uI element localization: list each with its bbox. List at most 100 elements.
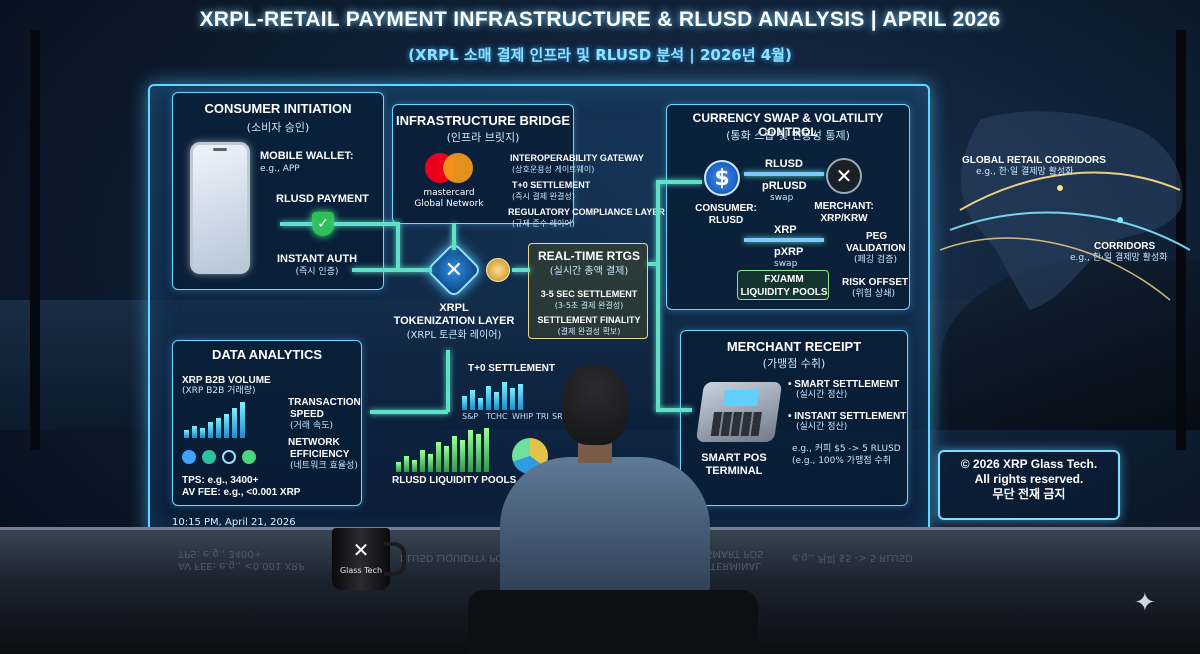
person-silhouette bbox=[490, 365, 730, 597]
t0-chart-tick: TRI bbox=[536, 412, 549, 421]
flow-arrow bbox=[648, 262, 658, 266]
consumer-rlusd-label: CONSUMER: bbox=[695, 203, 757, 214]
pos-label-1: SMART POS bbox=[701, 452, 767, 464]
copyright-line-2: All rights reserved. bbox=[974, 472, 1084, 486]
t0-settlement-ko: (즉시 결제 완결성) bbox=[512, 192, 575, 201]
mobile-wallet-example: e.g., APP bbox=[260, 164, 300, 174]
t0-chart-tick: S&P bbox=[462, 412, 479, 421]
risk-offset-ko: (위험 상쇄) bbox=[852, 289, 896, 299]
desk-reflection: TPS: e.g., 3400+ bbox=[178, 548, 263, 559]
flow-arrow bbox=[656, 180, 702, 184]
flow-arrow bbox=[370, 410, 448, 414]
swap-heading-ko: (통화 스왑 및 변동성 통제) bbox=[726, 129, 850, 142]
data-analytics-panel: DATA ANALYTICS bbox=[172, 340, 362, 506]
mastercard-network-label: Global Network bbox=[414, 199, 484, 209]
pxrp-label: pXRP bbox=[774, 246, 804, 258]
flow-arrow bbox=[512, 268, 530, 272]
merchant-label: MERCHANT: bbox=[814, 201, 874, 212]
window-frame bbox=[1176, 30, 1186, 450]
instant-settlement-label: • INSTANT SETTLEMENT bbox=[788, 411, 907, 422]
bridge-heading-ko: (인프라 브릿지) bbox=[446, 131, 520, 144]
risk-offset-label: RISK OFFSET bbox=[842, 277, 909, 288]
efficiency-ko: (네트워크 효율성) bbox=[290, 461, 358, 471]
copyright-box: © 2026 XRP Glass Tech. All rights reserv… bbox=[938, 450, 1120, 520]
xrp-swap-label: XRP bbox=[774, 224, 797, 236]
rtgs-finality-label: SETTLEMENT FINALITY bbox=[537, 315, 641, 325]
rtgs-heading: REAL-TIME RTGS bbox=[538, 249, 640, 263]
copyright-line-1: © 2026 XRP Glass Tech. bbox=[960, 457, 1098, 471]
window-frame bbox=[30, 30, 40, 450]
mug-logo: ✕ bbox=[352, 538, 370, 562]
rtgs-sec-ko: (3-5초 결제 완결성) bbox=[554, 301, 624, 310]
flow-arrow bbox=[352, 268, 432, 272]
real-time-rtgs-box: REAL-TIME RTGS (실시간 총액 결제) 3-5 SEC SETTL… bbox=[528, 243, 648, 339]
swap-arrow bbox=[744, 238, 824, 242]
speed-label-1: TRANSACTION bbox=[288, 397, 361, 408]
shield-check-icon: ✓ bbox=[312, 212, 334, 236]
flow-arrow bbox=[656, 264, 660, 410]
efficiency-label-1: NETWORK bbox=[288, 437, 340, 448]
coffee-mug: ✕ Glass Tech bbox=[332, 528, 406, 590]
flow-arrow bbox=[656, 408, 692, 412]
consumer-heading-ko: (소비자 승인) bbox=[246, 121, 310, 134]
regulatory-label: REGULATORY COMPLIANCE LAYER bbox=[508, 207, 665, 217]
b2b-volume-ko: (XRP B2B 거래량) bbox=[182, 386, 256, 396]
peg-label: PEG bbox=[866, 231, 888, 242]
flow-arrow bbox=[280, 222, 312, 226]
b2b-volume-label: XRP B2B VOLUME bbox=[182, 375, 271, 386]
peg-ko: (페깅 검증) bbox=[854, 255, 898, 265]
t0-chart-label: T+0 SETTLEMENT bbox=[468, 363, 555, 374]
tokenization-label: TOKENIZATION LAYER bbox=[393, 315, 515, 327]
desk-reflection: e.g., 커피 $5 -> 5 RLUSD bbox=[792, 552, 913, 563]
rlusd-payment-label: RLUSD PAYMENT bbox=[276, 193, 369, 205]
global-corridors-label: GLOBAL RETAIL CORRIDORS bbox=[962, 155, 1106, 166]
swap-word-2: swap bbox=[774, 259, 798, 269]
fee-label: AV FEE: e.g., <0.001 XRP bbox=[182, 487, 301, 498]
smart-settlement-ko: (실시간 정산) bbox=[796, 390, 848, 400]
regulatory-ko: (규제 준수 레이어) bbox=[512, 219, 575, 228]
swap-arrow bbox=[744, 172, 824, 176]
page-title: XRPL-RETAIL PAYMENT INFRASTRUCTURE & RLU… bbox=[199, 8, 1001, 31]
fx-amm-pools-box: FX/AMM LIQUIDITY POOLS bbox=[737, 270, 829, 300]
interop-ko: (상호운용성 게이트웨이) bbox=[512, 165, 595, 174]
t0-chart-tick: TCHC bbox=[486, 412, 508, 421]
efficiency-label-2: EFFICIENCY bbox=[290, 449, 350, 460]
desk-reflection: AV FEE: e.g., <0.001 XRP bbox=[178, 560, 305, 571]
merchant-example-1: e.g., 커피 $5 -> 5 RLUSD bbox=[792, 444, 901, 454]
liquidity-pools-label: LIQUIDITY POOLS bbox=[740, 287, 828, 298]
merchant-value: XRP/KRW bbox=[820, 213, 868, 224]
fx-amm-label: FX/AMM bbox=[764, 274, 804, 285]
bridge-heading: INFRASTRUCTURE BRIDGE bbox=[395, 113, 571, 128]
phone-icon bbox=[190, 142, 250, 274]
merchant-heading-ko: (가맹점 수취) bbox=[762, 357, 826, 370]
rtgs-heading-ko: (실시간 총액 결제) bbox=[549, 266, 629, 277]
network-node-icons bbox=[182, 446, 282, 468]
mobile-wallet-label: MOBILE WALLET: bbox=[260, 150, 354, 162]
flow-arrow bbox=[396, 222, 400, 268]
rtgs-sec-label: 3-5 SEC SETTLEMENT bbox=[540, 289, 638, 299]
timestamp: 10:15 PM, April 21, 2026 bbox=[172, 517, 296, 528]
xrpl-label: XRPL bbox=[439, 302, 469, 314]
person-head bbox=[562, 365, 628, 445]
smart-settlement-label: • SMART SETTLEMENT bbox=[788, 379, 900, 390]
speed-label-2: SPEED bbox=[290, 409, 324, 420]
t0-settlement-label: T+0 SETTLEMENT bbox=[512, 180, 591, 190]
corridors-label: CORRIDORS bbox=[1094, 241, 1156, 252]
consumer-heading: CONSUMER INITIATION bbox=[204, 101, 352, 116]
t0-chart-tick: SRI bbox=[552, 412, 565, 421]
instant-auth-label: INSTANT AUTH bbox=[276, 253, 358, 265]
validation-label: VALIDATION bbox=[846, 243, 906, 254]
xrp-coin-icon: ✕ bbox=[826, 158, 862, 194]
infrastructure-bridge-panel: INFRASTRUCTURE BRIDGE (인프라 브릿지) bbox=[392, 104, 574, 224]
person-torso bbox=[500, 457, 710, 597]
pos-label-2: TERMINAL bbox=[705, 465, 763, 477]
speed-ko: (거래 속도) bbox=[290, 421, 334, 431]
mastercard-logo-icon bbox=[425, 153, 473, 183]
instant-auth-ko: (즉시 인증) bbox=[295, 267, 339, 277]
merchant-heading: MERCHANT RECEIPT bbox=[726, 339, 862, 354]
interop-label: INTEROPERABILITY GATEWAY bbox=[510, 153, 644, 163]
page-subtitle: (XRPL 소매 결제 인프라 및 RLUSD 분석 | 2026년 4월) bbox=[408, 46, 792, 64]
t0-chart-tick: WHIP bbox=[512, 412, 534, 421]
tokenization-ko: (XRPL 토큰화 레이어) bbox=[406, 330, 502, 341]
liquidity-pools-bars bbox=[396, 428, 489, 472]
